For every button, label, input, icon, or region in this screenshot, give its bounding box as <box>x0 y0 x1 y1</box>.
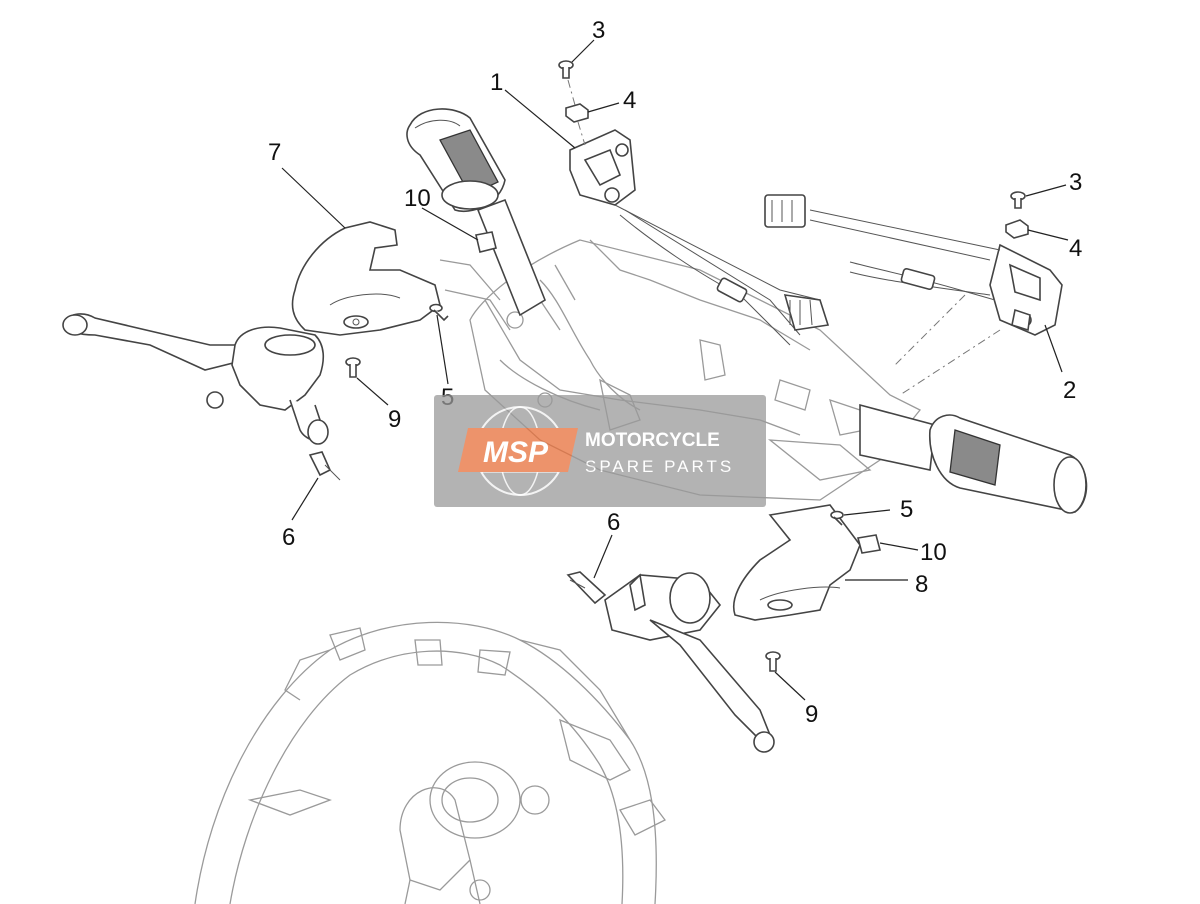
callout-5-right: 5 <box>900 496 913 523</box>
callout-6-left: 6 <box>282 524 295 551</box>
callout-10-right: 10 <box>920 539 947 566</box>
left-switch-assembly <box>569 129 830 346</box>
callout-labels: 1 2 3 3 4 4 5 5 6 6 7 8 9 9 10 10 <box>268 17 1082 728</box>
switch-6-left <box>308 451 341 481</box>
logo-text: MSP <box>483 436 549 469</box>
left-lever-cover-7 <box>291 221 441 336</box>
callout-9-right: 9 <box>805 701 818 728</box>
clip-10-right <box>857 534 881 554</box>
switch-6-right <box>566 571 607 605</box>
headset-lower-shell <box>194 621 666 904</box>
callout-4-left: 4 <box>623 87 636 114</box>
callout-10-left: 10 <box>404 185 431 212</box>
callout-1: 1 <box>490 69 503 96</box>
callout-3-left: 3 <box>592 17 605 44</box>
screw-9-left <box>345 357 361 378</box>
clip-4-right <box>1005 219 1029 239</box>
logo-badge <box>458 428 578 472</box>
callout-4-right: 4 <box>1069 235 1082 262</box>
callout-8: 8 <box>915 571 928 598</box>
callout-9-left: 9 <box>388 406 401 433</box>
callout-6-right: 6 <box>607 509 620 536</box>
right-switch-assembly <box>764 194 1063 336</box>
screw-3-left <box>558 60 576 106</box>
screw-5-left <box>429 303 449 322</box>
clip-4-left <box>565 103 589 146</box>
callout-2: 2 <box>1063 377 1076 404</box>
watermark-line-2: SPARE PARTS <box>585 457 734 476</box>
watermark: MSP MOTORCYCLE SPARE PARTS <box>434 395 766 507</box>
watermark-panel <box>434 395 766 507</box>
watermark-line-1: MOTORCYCLE <box>585 430 720 451</box>
left-grip <box>406 108 546 317</box>
clip-10-left <box>475 231 497 253</box>
screw-5-right <box>830 510 844 526</box>
callout-3-right: 3 <box>1069 169 1082 196</box>
callout-7: 7 <box>268 139 281 166</box>
left-brake-lever-assembly <box>62 313 329 445</box>
leader-lines <box>281 39 1069 701</box>
right-lever-cover-8 <box>733 504 861 621</box>
screw-3-right <box>1010 191 1026 209</box>
right-grip <box>859 403 1088 514</box>
screw-9-right <box>765 651 781 672</box>
right-brake-lever-assembly <box>604 572 775 753</box>
